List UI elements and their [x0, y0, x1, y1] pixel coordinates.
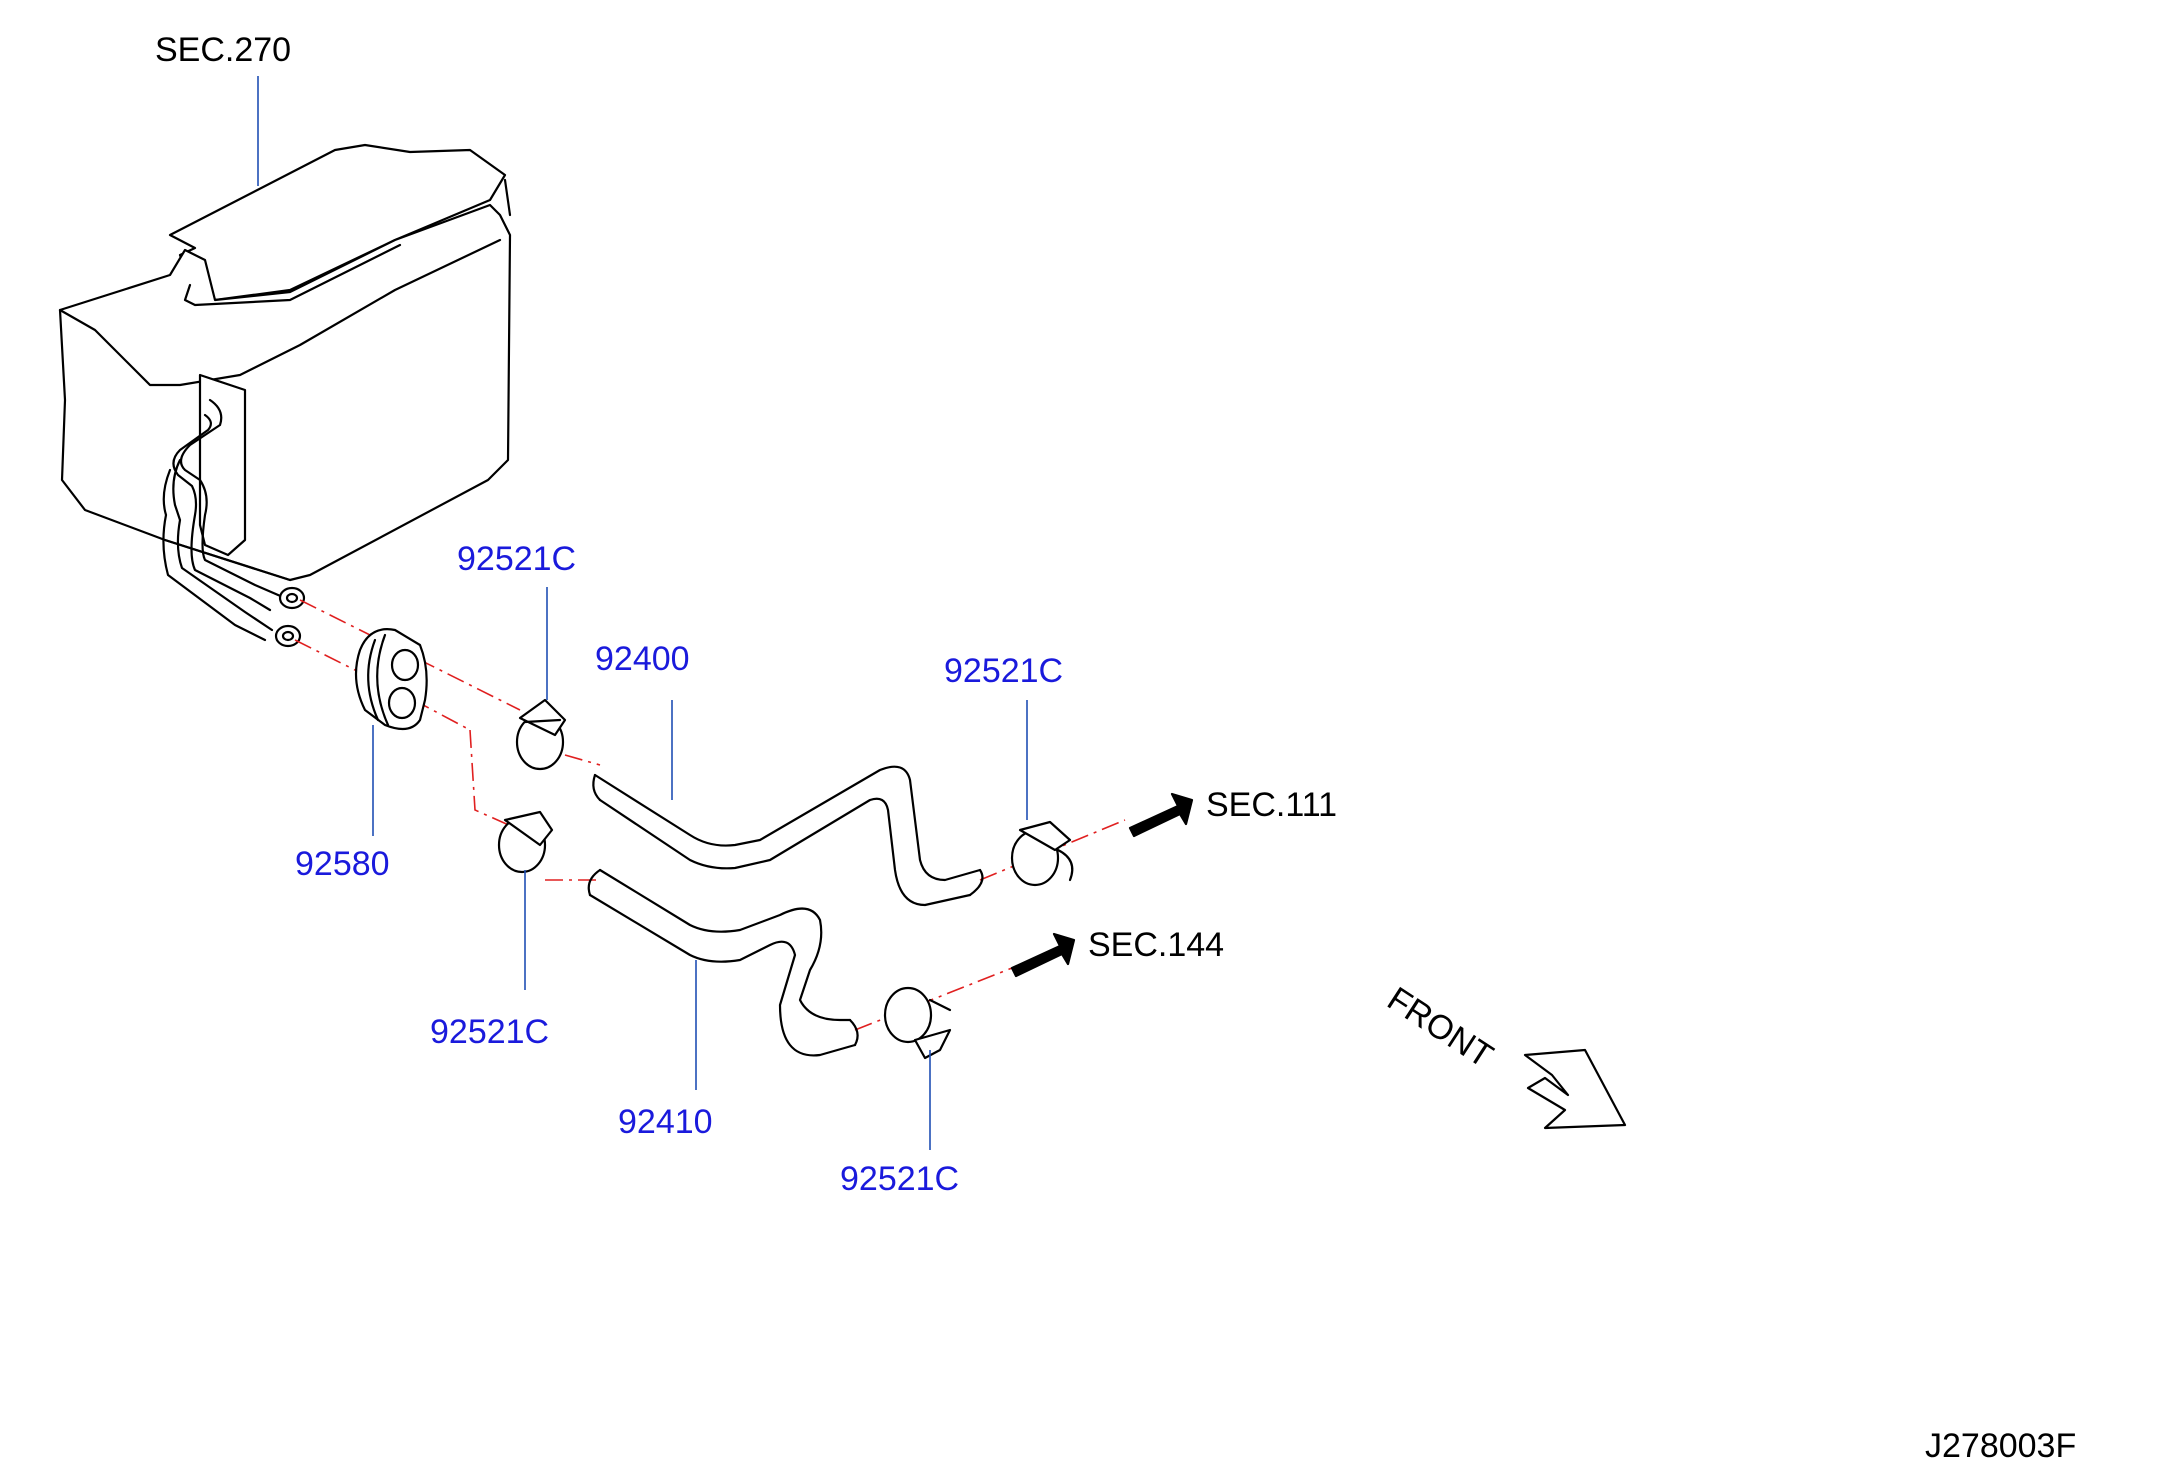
- diagram-code: J278003F: [1925, 1427, 2076, 1465]
- hose-lower-part-number[interactable]: 92410: [618, 1103, 713, 1141]
- clamp-lower-right-part-number[interactable]: 92521C: [840, 1160, 959, 1198]
- hose-upper-part-number[interactable]: 92400: [595, 640, 690, 678]
- front-direction-icon: [1523, 1048, 1627, 1130]
- sec-111-arrow[interactable]: [1128, 792, 1194, 838]
- clamp-lower-left-part-number[interactable]: 92521C: [430, 1013, 549, 1051]
- clamp-top-right[interactable]: [1010, 820, 1074, 887]
- heater-unit[interactable]: [58, 143, 512, 648]
- clamp-top-left-part-number[interactable]: 92521C: [457, 540, 576, 578]
- clamp-top-right-part-number[interactable]: 92521C: [944, 652, 1063, 690]
- grommet-part-number[interactable]: 92580: [295, 845, 390, 883]
- hose-92400[interactable]: [592, 765, 984, 907]
- sec-111-label[interactable]: SEC.111: [1206, 786, 1337, 824]
- grommet-92580[interactable]: [354, 628, 428, 731]
- sec-144-label[interactable]: SEC.144: [1088, 926, 1224, 964]
- clamp-top-left[interactable]: [515, 698, 567, 771]
- hose-92410[interactable]: [587, 868, 859, 1057]
- sec-144-arrow[interactable]: [1010, 932, 1076, 978]
- clamp-lower-left[interactable]: [497, 810, 554, 874]
- front-label: FRONT: [1381, 980, 1500, 1076]
- clamp-lower-right[interactable]: [883, 986, 952, 1060]
- sec-270-label[interactable]: SEC.270: [155, 31, 291, 69]
